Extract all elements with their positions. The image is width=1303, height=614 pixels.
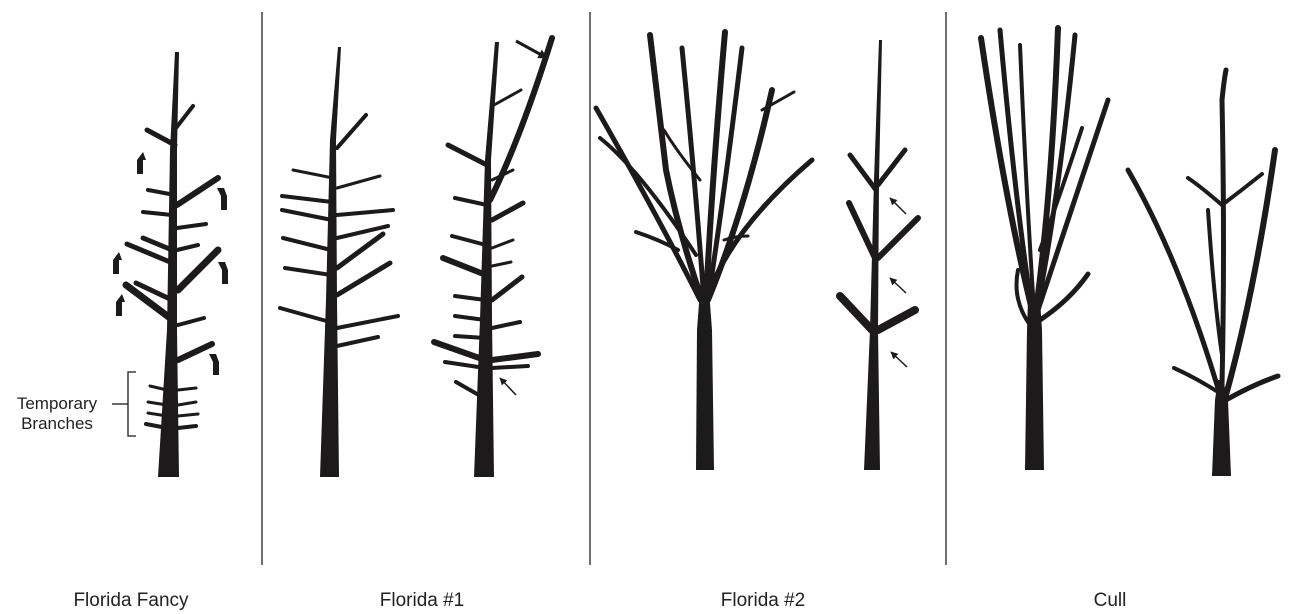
trunk (1025, 300, 1044, 470)
branch (337, 115, 366, 148)
arrow-pointer-icon (890, 278, 906, 293)
tree-cull-a (981, 28, 1108, 470)
branch (1222, 174, 1262, 205)
tree-cull-b (1128, 70, 1278, 476)
branch (280, 308, 330, 322)
temporary-branch (178, 402, 196, 405)
branch (455, 336, 485, 338)
branch (492, 322, 520, 328)
branch (494, 90, 521, 105)
branch (282, 196, 332, 202)
branch (285, 268, 331, 275)
branch (443, 258, 486, 275)
grade-label-florida-1: Florida #1 (380, 590, 465, 612)
branch (177, 245, 198, 250)
branch (143, 212, 172, 215)
branch (878, 218, 918, 258)
branch (1222, 70, 1226, 385)
branch (178, 344, 212, 360)
branch (492, 203, 523, 220)
trunk (696, 290, 714, 470)
branch (177, 224, 206, 228)
branch (434, 342, 485, 360)
grade-label-florida-2: Florida #2 (721, 590, 806, 612)
branch (492, 240, 513, 248)
arrow-pointer-icon (891, 352, 907, 367)
branch (1188, 178, 1222, 205)
arrow-pointer-icon (500, 378, 516, 395)
branch (1128, 170, 1220, 395)
branch (492, 354, 538, 360)
grade-label-cull: Cull (1094, 590, 1127, 612)
bracket-icon (112, 372, 136, 436)
branch (878, 310, 915, 330)
branch (682, 48, 704, 300)
branch (177, 178, 218, 205)
branch (283, 238, 331, 250)
tree-florida-1-a (280, 47, 398, 477)
trunk (474, 42, 499, 477)
branch (282, 210, 332, 220)
branch (849, 203, 874, 256)
branch (452, 236, 486, 245)
branch (293, 170, 333, 178)
branch (337, 176, 380, 188)
branch (1226, 376, 1278, 400)
branch (455, 296, 485, 300)
temporary-branch (178, 426, 196, 428)
branch (337, 263, 390, 295)
branch (178, 250, 218, 290)
temporary-branch (178, 388, 196, 390)
branch (1226, 150, 1275, 395)
branch (596, 108, 700, 300)
tree-florida-2-a (596, 32, 812, 470)
branch (840, 296, 872, 330)
temporary-branches-label: Temporary Branches (4, 394, 110, 434)
temporary-label-line1: Temporary (17, 394, 97, 413)
branch (878, 150, 905, 185)
trunk (158, 52, 179, 477)
branch (850, 155, 876, 190)
branch (176, 106, 193, 128)
branch (492, 277, 522, 300)
branch (455, 198, 487, 205)
temporary-label-line2: Branches (21, 414, 93, 433)
branch (337, 337, 378, 346)
branch (492, 262, 511, 266)
arrow-pointer-icon (890, 198, 906, 214)
tree-florida-fancy (113, 52, 228, 477)
branch (1208, 210, 1222, 355)
arrow-pointer-icon (516, 41, 547, 58)
branch (178, 318, 204, 325)
branch (337, 234, 383, 268)
branch (706, 160, 812, 300)
branch (448, 145, 487, 165)
tree-florida-2-b (840, 40, 918, 470)
temporary-branch (178, 414, 198, 416)
trunk (320, 47, 341, 477)
branch (143, 238, 172, 250)
tree-florida-1-b (434, 38, 552, 477)
branch (492, 366, 528, 368)
grade-label-florida-fancy: Florida Fancy (73, 590, 188, 612)
branch (337, 316, 398, 328)
branch (337, 210, 393, 215)
